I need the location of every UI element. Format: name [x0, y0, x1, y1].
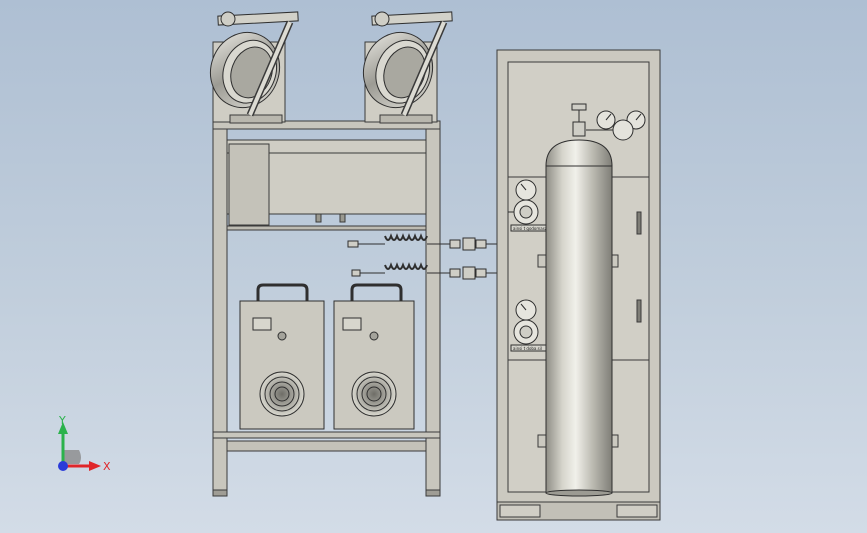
welding-stand[interactable]: [212, 120, 441, 497]
power-unit-left[interactable]: [239, 283, 325, 430]
control-box: [228, 143, 270, 226]
coordinate-triad-icon: Y X: [58, 414, 111, 473]
axis-y-label: Y: [58, 414, 66, 427]
welding-head-left[interactable]: [200, 11, 299, 124]
stand-lower-shelf: [212, 431, 441, 439]
cooling-fan-icon: [259, 371, 305, 417]
regulator-plate-lower: ainsi t doba.sil: [513, 346, 542, 351]
stand-left-leg: [212, 124, 228, 496]
axis-x-label: X: [103, 460, 111, 473]
cooling-fan-icon: [351, 371, 397, 417]
stand-top-plate: [212, 120, 441, 130]
welding-head-right[interactable]: [353, 11, 453, 124]
stand-right-leg: [425, 124, 441, 496]
gas-regulator-icon[interactable]: [571, 103, 646, 141]
gas-hose-upper[interactable]: [347, 233, 500, 251]
pressure-gauge-upper[interactable]: [508, 179, 548, 232]
gas-cylinder[interactable]: [545, 139, 613, 497]
gas-hose-lower[interactable]: [351, 262, 500, 280]
regulator-plate-upper: ainsi t godomasai: [513, 226, 548, 231]
power-unit-right[interactable]: [333, 283, 415, 430]
